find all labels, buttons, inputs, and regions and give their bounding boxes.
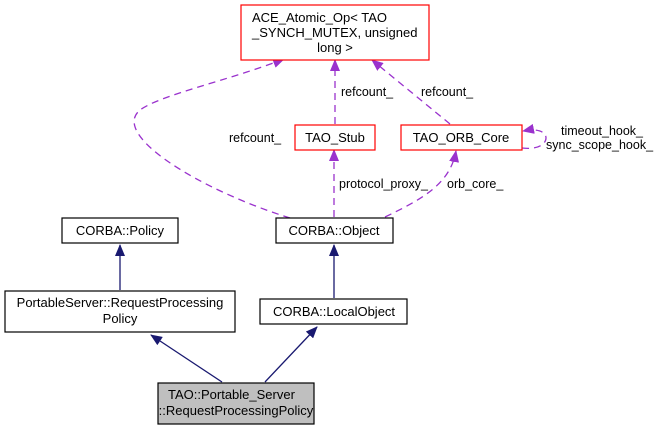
- edge-label-protocol-proxy: protocol_proxy_: [339, 177, 429, 191]
- node-tao-rpp-focus[interactable]: TAO::Portable_Server ::RequestProcessing…: [157, 382, 315, 425]
- edge-orbcore-to-atomic-op: [371, 59, 451, 125]
- node-corba-localobject[interactable]: CORBA::LocalObject: [259, 298, 408, 325]
- node-corba-object[interactable]: CORBA::Object: [275, 217, 394, 244]
- edge-object-to-orbcore: [384, 150, 460, 218]
- edge-label-timeout-hook: timeout_hook_: [561, 124, 644, 138]
- node-corba-policy[interactable]: CORBA::Policy: [61, 217, 179, 244]
- edge-label-orb-core: orb_core_: [447, 177, 504, 191]
- node-label: long >: [317, 40, 353, 55]
- node-label: Policy: [103, 311, 138, 326]
- node-label: CORBA::LocalObject: [273, 304, 395, 319]
- node-label: CORBA::Object: [288, 223, 379, 238]
- edge-label-object-refcount: refcount_: [229, 131, 282, 145]
- edge-tao-rpp-to-ps-rpp: [150, 334, 223, 383]
- node-label: ::RequestProcessingPolicy: [159, 403, 314, 418]
- node-label: PortableServer::RequestProcessing: [17, 295, 224, 310]
- edge-labels: refcount_ refcount_ refcount_ timeout_ho…: [229, 85, 654, 191]
- node-tao-orb-core[interactable]: TAO_ORB_Core: [400, 124, 523, 151]
- edge-label-orb-refcount: refcount_: [421, 85, 474, 99]
- usage-edges: [133, 58, 547, 219]
- node-ace-atomic-op[interactable]: ACE_Atomic_Op< TAO _SYNCH_MUTEX, unsigne…: [240, 4, 430, 61]
- inheritance-edges: [115, 244, 339, 383]
- node-label: TAO_Stub: [305, 130, 365, 145]
- node-label: TAO_ORB_Core: [413, 130, 510, 145]
- node-label: _SYNCH_MUTEX, unsigned: [251, 25, 417, 40]
- edge-label-stub-refcount: refcount_: [341, 85, 394, 99]
- node-portableserver-rpp[interactable]: PortableServer::RequestProcessing Policy: [4, 290, 236, 333]
- node-label: ACE_Atomic_Op< TAO: [252, 10, 387, 25]
- node-label: TAO::Portable_Server: [168, 387, 296, 402]
- edge-tao-rpp-to-localobject: [264, 326, 318, 383]
- edge-label-sync-scope-hook: sync_scope_hook_: [546, 138, 654, 152]
- node-tao-stub[interactable]: TAO_Stub: [294, 124, 376, 151]
- edge-orbcore-self: [521, 123, 547, 150]
- node-label: CORBA::Policy: [76, 223, 165, 238]
- edge-object-to-atomic-op: [133, 58, 291, 219]
